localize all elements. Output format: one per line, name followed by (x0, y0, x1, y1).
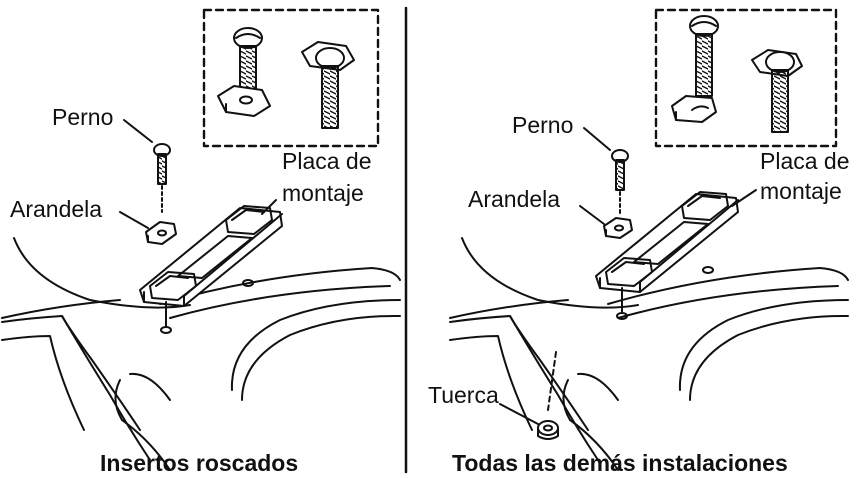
leader-placa-left (261, 199, 277, 215)
left-toilet-bowl (1, 237, 401, 471)
label-placa-left-line2: montaje (282, 180, 364, 206)
label-arandela-right: Arandela (468, 186, 561, 212)
right-toilet-bowl (449, 237, 849, 471)
caption-left: Insertos roscados (100, 450, 299, 476)
left-washer (145, 221, 177, 245)
right-mounting-plate (595, 191, 739, 313)
label-arandela-left: Arandela (10, 196, 103, 222)
leader-placa-right (731, 189, 757, 207)
label-placa-left-line1: Placa de (282, 148, 372, 174)
label-perno-left: Perno (52, 104, 114, 130)
leader-perno-right (583, 127, 611, 151)
caption-right: Todas las demás instalaciones (452, 450, 788, 476)
leader-arandela-left (119, 211, 149, 229)
leader-tuerca-right (499, 403, 539, 425)
label-placa-right-line2: montaje (760, 178, 842, 204)
label-perno-right: Perno (512, 112, 574, 138)
right-bolt (611, 149, 629, 215)
right-inset-box (654, 8, 838, 148)
label-placa-right-line1: Placa de (760, 148, 850, 174)
right-washer (603, 217, 633, 239)
leader-perno-left (123, 119, 153, 143)
left-inset-box (202, 8, 380, 148)
left-mounting-plate (139, 205, 283, 327)
right-nut (537, 420, 559, 440)
left-bolt (153, 143, 171, 213)
leader-arandela-right (579, 205, 605, 225)
label-tuerca-right: Tuerca (428, 382, 499, 408)
